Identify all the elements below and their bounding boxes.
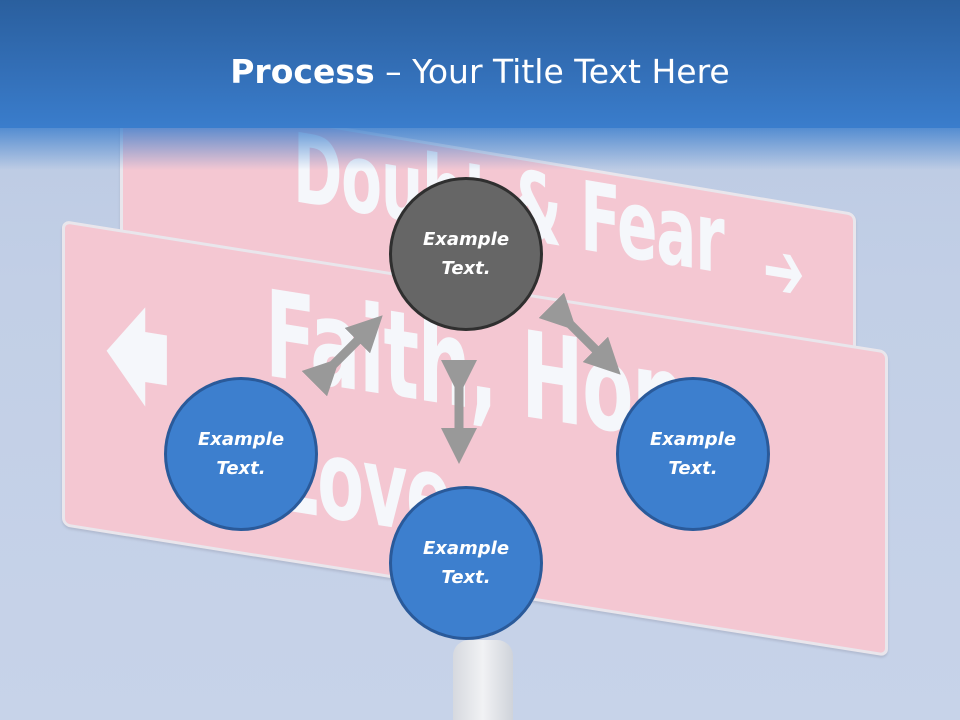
sign-pole — [453, 640, 513, 720]
center-node[interactable]: Example Text. — [389, 177, 543, 331]
node-left[interactable]: Example Text. — [164, 377, 318, 531]
node-bottom[interactable]: Example Text. — [389, 486, 543, 640]
title-bold: Process — [230, 52, 375, 91]
node-right[interactable]: Example Text. — [616, 377, 770, 531]
title-rest: – Your Title Text Here — [374, 52, 730, 91]
arrow-left-icon — [301, 315, 383, 397]
node-left-label: Example Text. — [197, 429, 285, 479]
title-bar-fade — [0, 125, 960, 170]
arrow-right-icon — [538, 292, 621, 375]
title-bar — [0, 0, 960, 128]
center-node-label: Example Text. — [422, 229, 510, 279]
node-bottom-label: Example Text. — [422, 538, 510, 588]
slide-title: Process – Your Title Text Here — [0, 52, 960, 91]
node-right-label: Example Text. — [649, 429, 737, 479]
